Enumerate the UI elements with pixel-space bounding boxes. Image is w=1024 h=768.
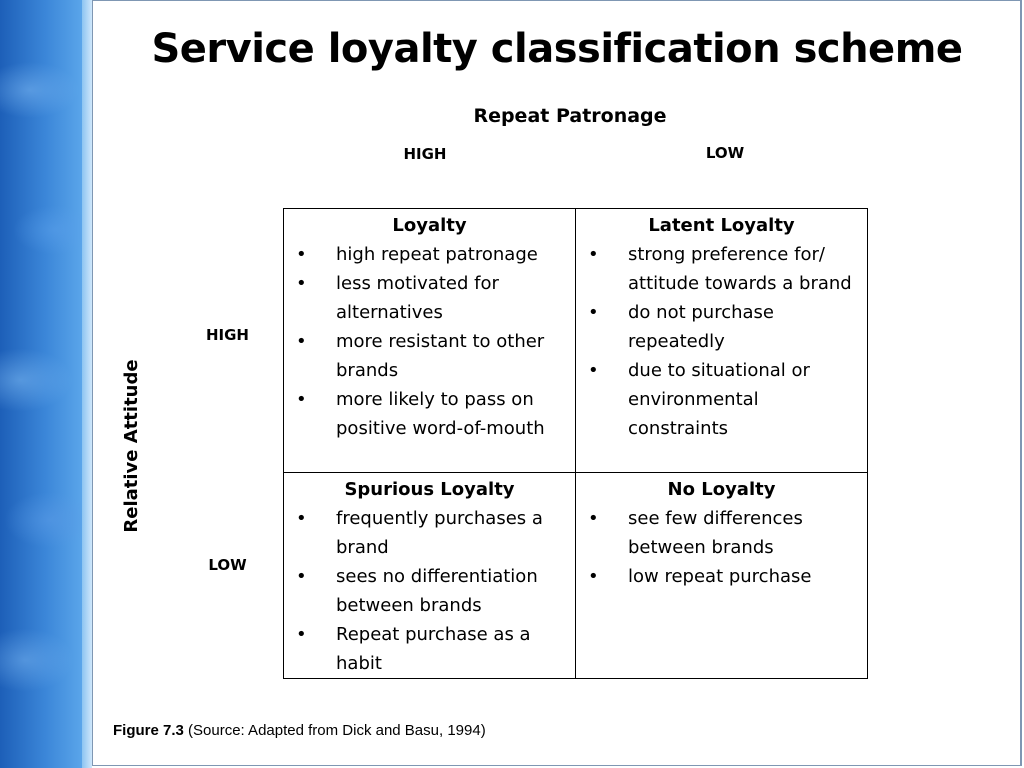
bullet-text: high repeat patronage (336, 244, 538, 265)
cell-title: Latent Loyalty (648, 215, 795, 236)
cell-latent-loyalty: Latent Loyalty • strong preference for/ a… (575, 208, 868, 473)
cell-bullet-list: • strong preference for/ attitude towards… (582, 240, 861, 443)
bullet-item: • Repeat purchase as a habit (290, 620, 569, 678)
bullet-text: low repeat purchase (628, 566, 812, 587)
bullet-icon: • (588, 508, 599, 529)
loyalty-matrix: Loyalty • high repeat patronage • less moti… (283, 208, 868, 679)
cell-title: Spurious Loyalty (344, 479, 515, 500)
bullet-item: • sees no differentiation between brands (290, 562, 569, 620)
bullet-icon: • (296, 244, 307, 265)
bullet-text: sees no differentiation between brands (336, 566, 538, 616)
bullet-icon: • (296, 508, 307, 529)
column-low-label: LOW (705, 144, 745, 162)
cell-bullet-list: • frequently purchases a brand • sees no di… (290, 504, 569, 678)
bullet-item: • more resistant to other brands (290, 327, 569, 385)
bullet-icon: • (296, 273, 307, 294)
bullet-text: more resistant to other brands (336, 331, 545, 381)
cell-bullet-list: • high repeat patronage • less motivated fo… (290, 240, 569, 443)
figure-number: Figure 7.3 (113, 722, 184, 739)
bullet-text: more likely to pass on positive word-of-… (336, 389, 545, 439)
bullet-item: • strong preference for/ attitude towards… (582, 240, 861, 298)
bullet-text: Repeat purchase as a habit (336, 624, 531, 674)
bullet-icon: • (588, 302, 599, 323)
bullet-text: see few differences between brands (628, 508, 803, 558)
cell-title: Loyalty (392, 215, 467, 236)
cell-title: No Loyalty (667, 479, 776, 500)
row-low-label: LOW (208, 556, 247, 574)
bullet-text: do not purchase repeatedly (628, 302, 774, 352)
bullet-icon: • (296, 331, 307, 352)
row-axis-label: Relative Attitude (121, 359, 142, 533)
bullet-text: less motivated for alternatives (336, 273, 499, 323)
column-high-label: HIGH (403, 145, 447, 163)
cell-spurious-loyalty: Spurious Loyalty • frequently purchases a… (283, 472, 576, 679)
bullet-item: • high repeat patronage (290, 240, 569, 269)
bullet-item: • more likely to pass on positive word-of… (290, 385, 569, 443)
slide-title: Service loyalty classification scheme (151, 26, 963, 72)
bullet-text: due to situational or environmental cons… (628, 360, 810, 439)
bullet-item: • do not purchase repeatedly (582, 298, 861, 356)
figure-source: (Source: Adapted from Dick and Basu, 199… (188, 722, 486, 739)
decorative-side-panel (0, 0, 82, 768)
bullet-text: frequently purchases a brand (336, 508, 543, 558)
figure-caption: Figure 7.3 (Source: Adapted from Dick an… (113, 722, 486, 739)
bullet-item: • low repeat purchase (582, 562, 861, 591)
bullet-icon: • (296, 566, 307, 587)
decorative-side-stripe (82, 0, 92, 768)
row-high-label: HIGH (205, 326, 249, 344)
bullet-icon: • (296, 389, 307, 410)
slide-frame (92, 0, 1022, 766)
bullet-icon: • (296, 624, 307, 645)
bullet-icon: • (588, 244, 599, 265)
bullet-item: • due to situational or environmental con… (582, 356, 861, 443)
cell-loyalty: Loyalty • high repeat patronage • less moti… (283, 208, 576, 473)
bullet-item: • frequently purchases a brand (290, 504, 569, 562)
column-axis-label: Repeat Patronage (473, 105, 667, 127)
cell-bullet-list: • see few differences between brands • low … (582, 504, 861, 591)
bullet-item: • less motivated for alternatives (290, 269, 569, 327)
bullet-item: • see few differences between brands (582, 504, 861, 562)
cell-no-loyalty: No Loyalty • see few differences between … (575, 472, 868, 679)
bullet-icon: • (588, 360, 599, 381)
bullet-text: strong preference for/ attitude towards … (628, 244, 852, 294)
bullet-icon: • (588, 566, 599, 587)
